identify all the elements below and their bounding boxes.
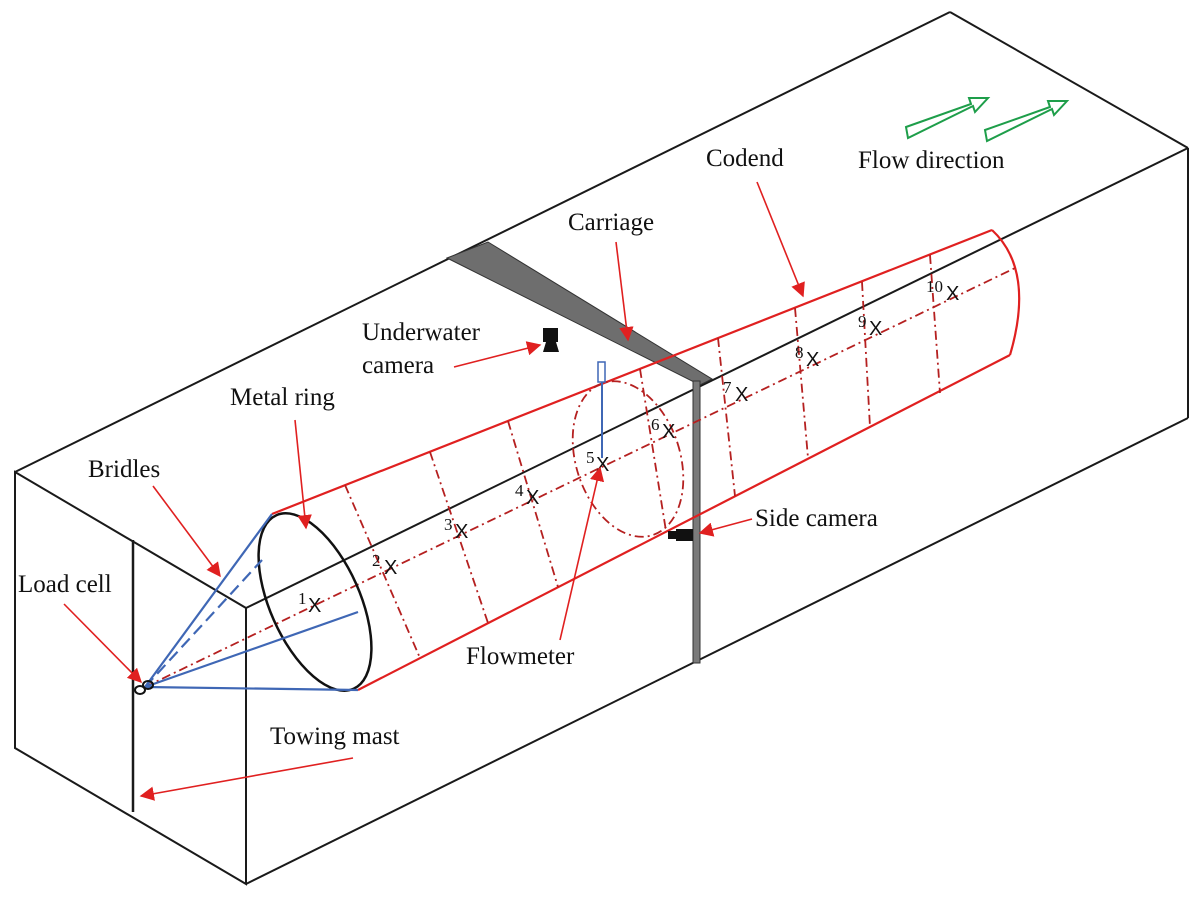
- point-mark-7: X: [735, 384, 748, 406]
- arrow-load-cell: [63, 603, 143, 684]
- label-bridles: Bridles: [88, 456, 160, 483]
- point-mark-6: X: [662, 421, 675, 443]
- point-number-3: 3: [444, 515, 453, 534]
- point-number-5: 5: [586, 448, 595, 467]
- tank-front-face: [14, 470, 247, 886]
- labels: Codend Flow direction Carriage Underwate…: [18, 145, 1005, 750]
- point-number-10: 10: [926, 277, 943, 296]
- label-underwater-camera-line2: camera: [362, 352, 434, 379]
- point-mark-5: X: [596, 454, 609, 476]
- arrow-bridles: [152, 485, 221, 578]
- label-codend: Codend: [706, 145, 784, 172]
- point-mark-1: X: [308, 595, 321, 617]
- net-bottom-outline: [357, 354, 1011, 691]
- carriage-beam: [445, 241, 714, 386]
- point-mark-8: X: [806, 349, 819, 371]
- point-mark-10: X: [946, 283, 959, 305]
- arrow-codend: [756, 181, 805, 298]
- arrow-side-camera: [698, 518, 753, 537]
- carriage-side-post: [692, 380, 701, 664]
- arrow-carriage: [615, 241, 634, 342]
- tank-top-back-edge: [949, 11, 1189, 149]
- metal-ring: [257, 512, 373, 692]
- point-number-9: 9: [858, 312, 867, 331]
- point-mark-3: X: [455, 521, 468, 543]
- point-number-1: 1: [298, 589, 307, 608]
- label-underwater-camera-line1: Underwater: [362, 319, 481, 346]
- carriage: [445, 241, 714, 664]
- point-number-6: 6: [651, 415, 660, 434]
- net-sections: [344, 254, 941, 659]
- label-side-camera: Side camera: [755, 505, 878, 532]
- net-top-outline: [271, 228, 993, 516]
- arrow-towing-mast: [139, 757, 354, 801]
- flow-arrow-icon: [983, 100, 1070, 143]
- label-load-cell: Load cell: [18, 571, 112, 598]
- bridles: [144, 513, 359, 692]
- label-carriage: Carriage: [568, 209, 654, 236]
- flow-arrow-icon: [904, 97, 991, 140]
- tank-side-top-edge: [245, 147, 1189, 609]
- point-number-2: 2: [372, 551, 381, 570]
- label-towing-mast: Towing mast: [270, 723, 400, 750]
- label-flow-direction: Flow direction: [858, 147, 1005, 174]
- trawl-net: [144, 228, 1021, 691]
- measurement-points: 1 X 2 X 3 X 4 X 5 X 6 X 7 X 8 X 9 X 10 X: [298, 277, 959, 617]
- tank-top-left-edge: [14, 11, 951, 473]
- point-number-4: 4: [515, 481, 524, 500]
- label-flowmeter: Flowmeter: [466, 643, 575, 670]
- tank-bottom-edge: [245, 417, 1189, 885]
- point-number-8: 8: [795, 343, 804, 362]
- flowmeter-section-ring: [571, 380, 685, 538]
- load-cell-icon: [134, 680, 154, 695]
- arrow-metal-ring: [294, 419, 312, 530]
- label-metal-ring: Metal ring: [230, 384, 335, 411]
- arrow-flowmeter: [559, 466, 605, 641]
- point-mark-9: X: [869, 318, 882, 340]
- underwater-camera-icon: [543, 328, 559, 352]
- arrow-underwater-camera: [453, 341, 542, 368]
- net-centerline: [144, 267, 1016, 688]
- point-number-7: 7: [723, 378, 732, 397]
- flow-arrows: [904, 97, 1070, 143]
- leader-arrows: [63, 181, 805, 801]
- side-camera-icon: [668, 529, 693, 541]
- point-mark-4: X: [526, 487, 539, 509]
- flowmeter-rod: [597, 361, 606, 458]
- point-mark-2: X: [384, 557, 397, 579]
- codend-end: [991, 229, 1021, 356]
- metal-ring-assembly: [134, 512, 373, 695]
